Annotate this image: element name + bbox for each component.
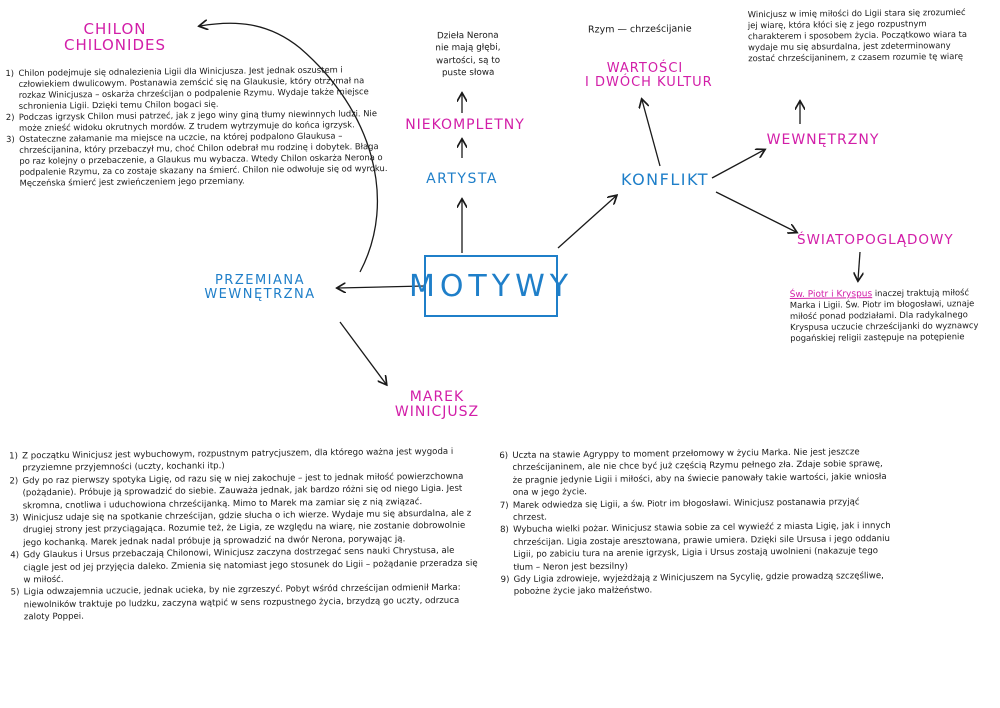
list-item-text: Gdy Ligia zdrowieje, wyjeżdżają z Winicj… [513,571,884,598]
list-item: 3)Winicjusz udaje się na spotkanie chrze… [10,508,480,550]
list-item: 3) Ostateczne załamanie ma miejsce na ucz… [6,130,389,189]
list-item: 9)Gdy Ligia zdrowieje, wyjeżdżają z Wini… [501,570,893,599]
list-item-number: 2) [9,476,19,487]
chilon-list: 1)Chilon podejmuje się odnalezienia Ligi… [5,64,388,189]
list-item-text: Z początku Winicjusz jest wybuchowym, ro… [22,446,454,474]
list-item: 6)Uczta na stawie Agryppy to moment prze… [499,446,891,500]
label-niekompletny: NIEKOMPLETNY [405,117,525,133]
list-item-text: Winicjusz udaje się na spotkanie chrześc… [22,508,472,549]
list-item-number: 9) [500,575,510,586]
list-item: 4)Gdy Glaukus i Ursus przebaczają Chilon… [10,545,480,587]
list-item-number: 3) [6,133,15,144]
label-wartosci: WARTOŚCI I DWÓCH KULTUR [585,61,713,90]
list-item-number: 7) [499,500,509,511]
arrow-to-chilon [200,23,379,273]
arrow-to-piotr [858,251,860,280]
list-item-text: Podczas igrzysk Chilon musi patrzeć, jak… [18,108,378,133]
arrow-to-wartosci [642,100,661,167]
center-motywy-box: MOTYWY [409,255,568,317]
list-item: 8) Wybucha wielki pożar. Winicjusz stawia… [500,520,892,574]
list-item-number: 5) [10,587,20,598]
list-item-text: Chilon podejmuje się odnalezienia Ligii … [18,64,369,111]
arrow-to-wewnetrzny [711,150,764,179]
list-item-text: Marek odwiedza się Ligii, a św. Piotr im… [512,496,860,523]
list-item: 5)Ligia odwzajemnia uczucie, jednak ucie… [11,582,481,624]
note-wewnetrzny: Winicjusz w imię miłości do Ligii stara … [747,6,968,64]
marek-list-left: 1)Z początku Winicjusz jest wybuchowym, … [9,446,481,625]
list-item-number: 6) [499,450,509,462]
list-item-number: 8) [500,525,509,536]
list-item-number: 4) [10,550,20,561]
list-item: 1)Chilon podejmuje się odnalezienia Ligi… [5,64,387,112]
list-item-number: 1) [5,67,15,79]
list-item-text: Ostateczne załamanie ma miejsce na uczci… [19,130,388,188]
list-item-number: 3) [9,513,19,524]
label-konflikt: KONFLIKT [620,170,710,189]
note-dziela-nerona: Dzieła Nerona nie mają głębi, wartości, … [435,30,501,79]
label-przemiana: PRZEMIANA WEWNĘTRZNA [204,273,316,302]
list-item-text: Gdy po raz pierwszy spotyka Ligię, od ra… [22,471,464,511]
arrow-to-swiatopogladowy [715,191,796,232]
label-wewnetrzny: WEWNĘTRZNY [766,132,880,148]
label-marek: MAREK WINICJUSZ [394,389,480,420]
list-item-text: Gdy Glaukus i Ursus przebaczają Chilonow… [23,546,478,586]
label-artysta: ARTYSTA [426,171,498,187]
list-item: 2)Gdy po raz pierwszy spotyka Ligię, od … [9,470,479,512]
list-item-text: Ligia odwzajemnia uczucie, jednak ucieka… [23,583,461,623]
label-swiatopogladowy: ŚWIATOPOGLĄDOWY [797,232,954,248]
list-item-text: Uczta na stawie Agryppy to moment przeło… [512,447,887,499]
note-rzym-chrzescijanie: Rzym — chrześcijanie [587,23,692,36]
arrow-to-konflikt [557,196,616,249]
list-item-number: 2) [5,111,15,123]
label-chilon: CHILON CHILONIDES [64,20,166,54]
arrow-to-marek [339,321,386,384]
arrow-to-przemiana [338,286,425,288]
note-piotr-kryspus: Św. Piotr i Kryspus inaczej traktują mił… [790,287,991,345]
marek-list-right: 6)Uczta na stawie Agryppy to moment prze… [499,446,893,599]
list-item-number: 1) [9,451,19,462]
list-item-text: Wybucha wielki pożar. Winicjusz stawia s… [513,521,891,573]
